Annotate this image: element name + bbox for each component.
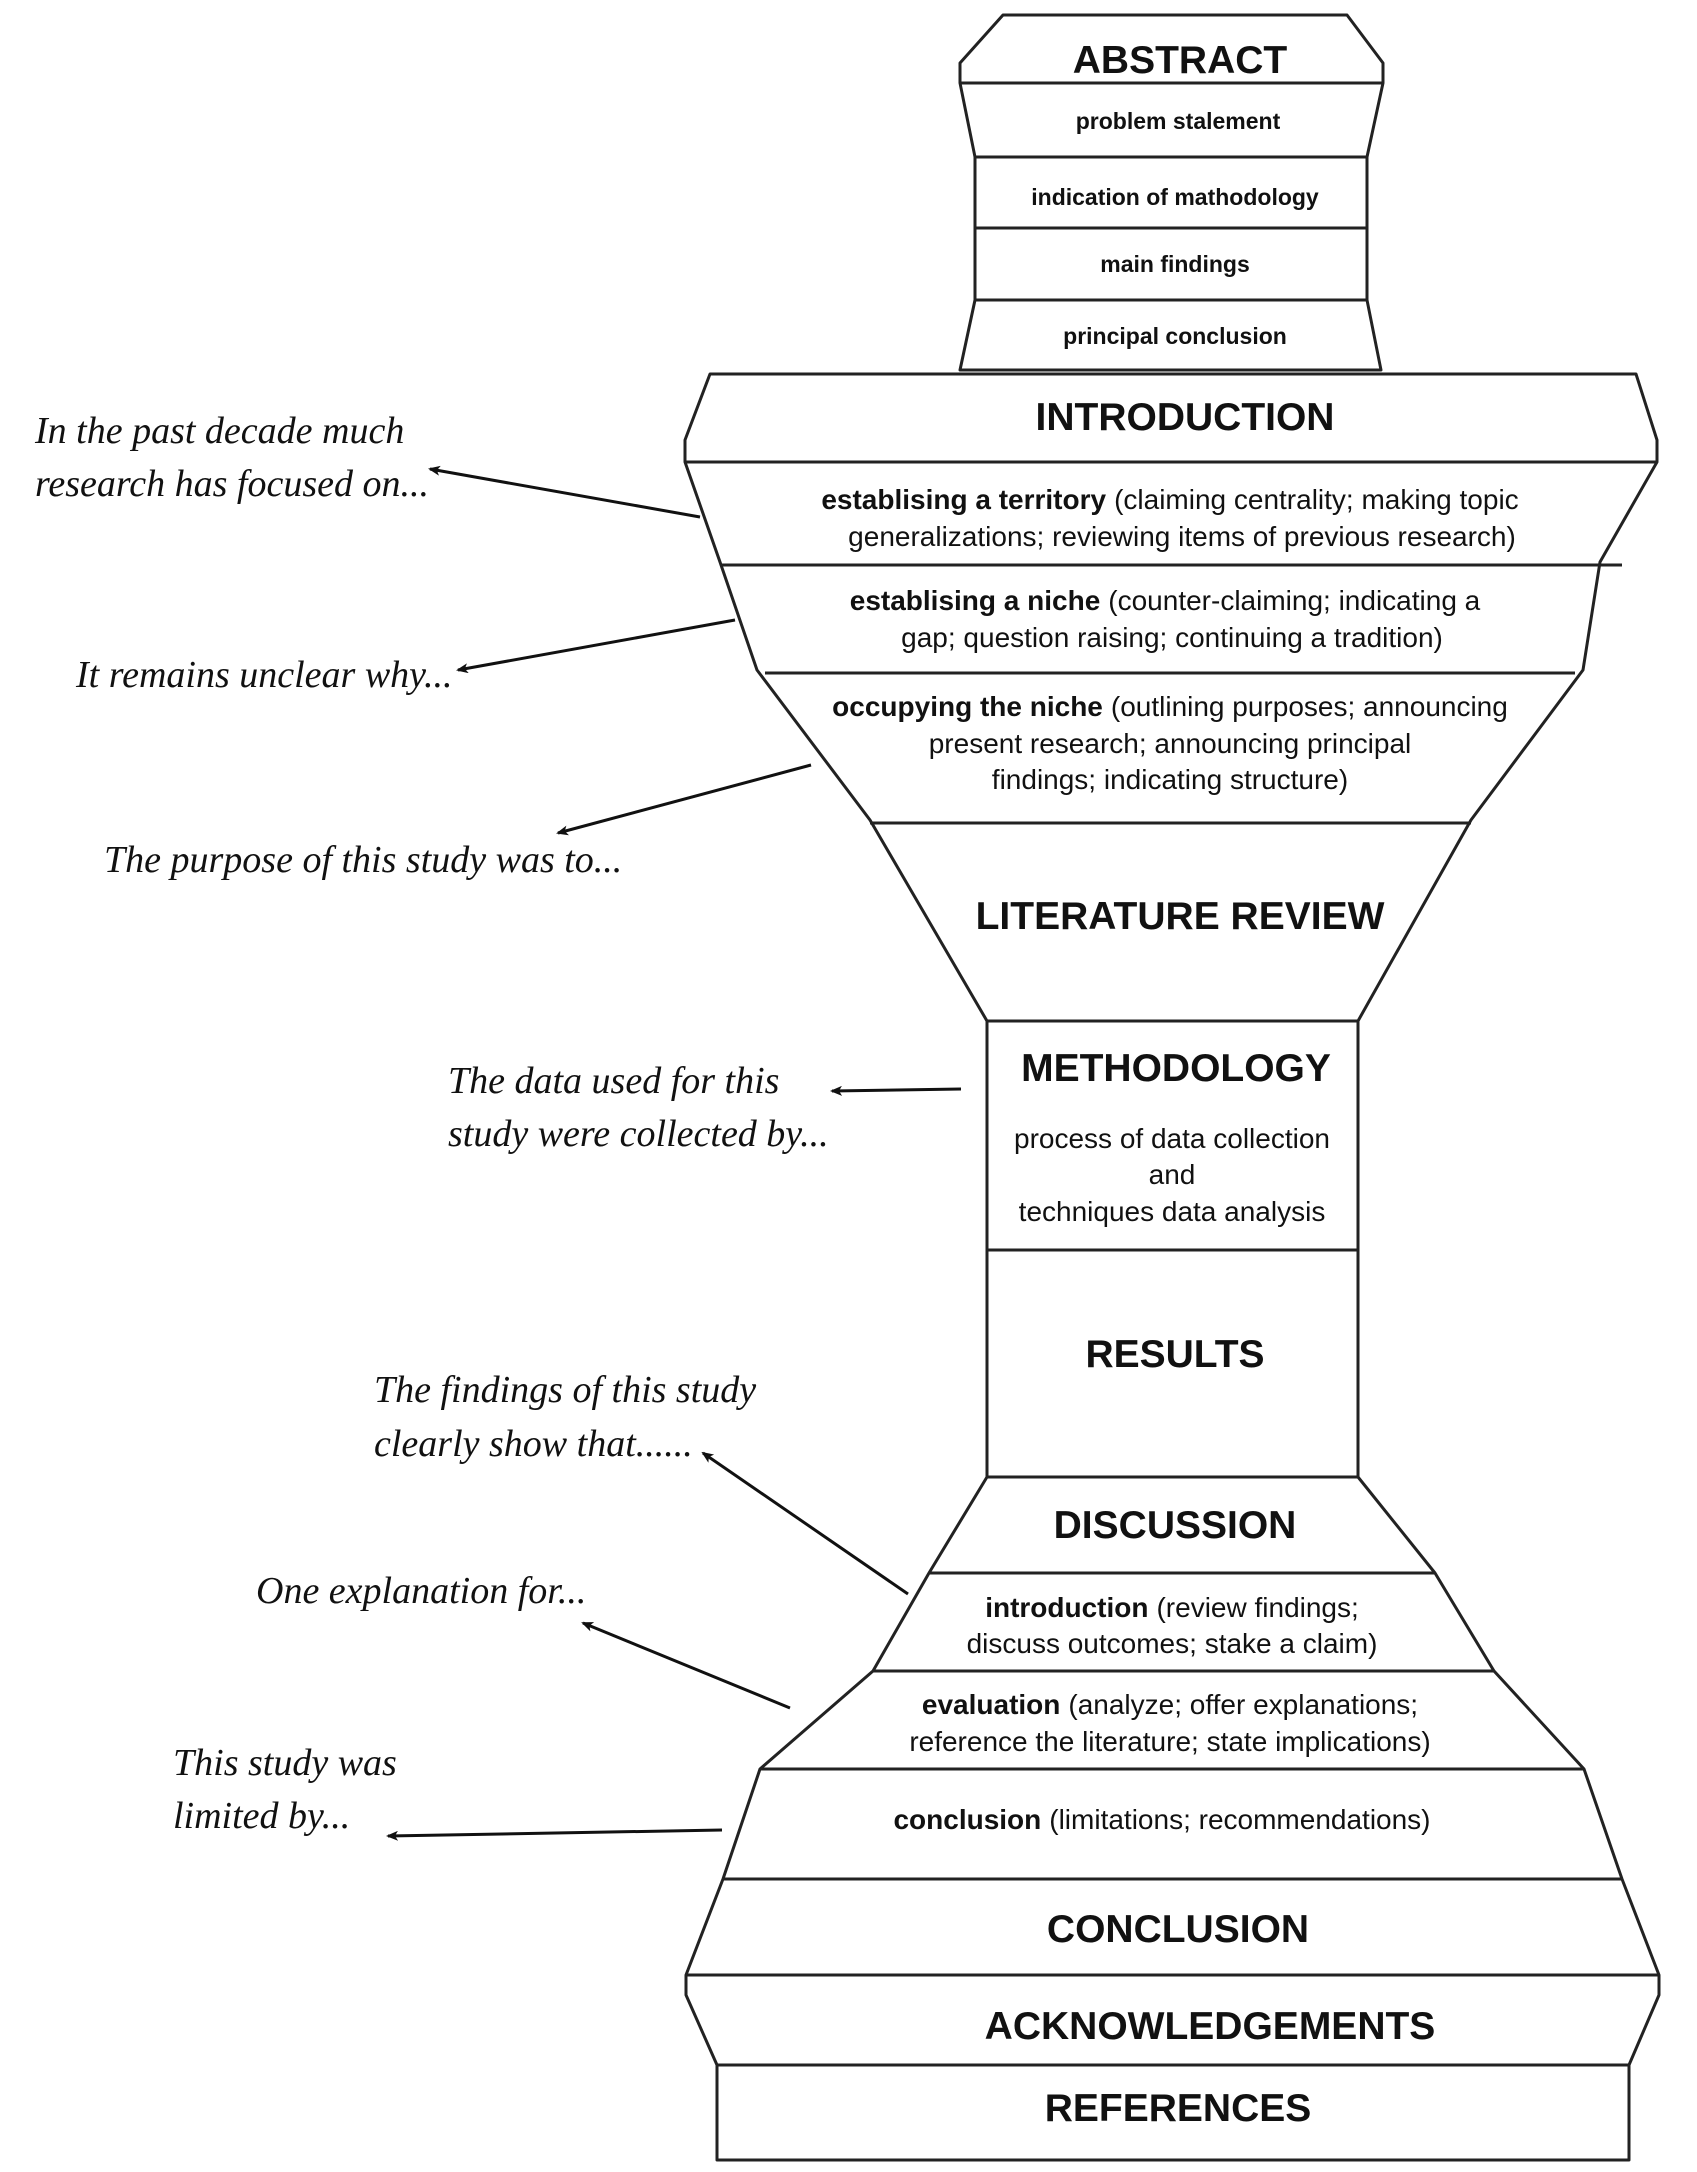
acknowledgements-title: ACKNOWLEDGEMENTS [985, 2005, 1436, 2048]
annotation-text: It remains unclear why... [75, 654, 452, 696]
references-title: REFERENCES [1045, 2087, 1312, 2130]
annotation-text: research has focused on... [35, 463, 429, 505]
results-title: RESULTS [1085, 1333, 1264, 1376]
literature-review-title: LITERATURE REVIEW [976, 895, 1385, 938]
intro-move-territory-line: generalizations; reviewing items of prev… [848, 521, 1516, 552]
annotation-text: limited by... [173, 1795, 350, 1837]
annotation-text: The purpose of this study was to... [104, 839, 622, 881]
abstract-section: ABSTRACT problem stalement indication of… [958, 13, 1385, 372]
arrow-icon [556, 763, 812, 836]
discussion-part-introduction: introduction(review findings; [985, 1592, 1359, 1623]
abstract-item: indication of mathodology [1031, 184, 1319, 210]
arrow-icon [830, 1085, 962, 1096]
annotation-text: One explanation for... [256, 1570, 586, 1612]
discussion-part-introduction-line: discuss outcomes; stake a claim) [967, 1628, 1378, 1659]
abstract-item: main findings [1100, 251, 1250, 277]
annotation-text: study were collected by... [448, 1113, 829, 1155]
annotation-text: This study was [173, 1742, 397, 1784]
intro-move-niche: establising a niche(counter-claiming; in… [850, 585, 1481, 616]
abstract-title: ABSTRACT [1073, 39, 1288, 82]
discussion-part-conclusion: conclusion(limitations; recommendations) [893, 1804, 1430, 1835]
annotation-text: The findings of this study [374, 1369, 756, 1411]
conclusion-title: CONCLUSION [1047, 1908, 1309, 1951]
discussion-title: DISCUSSION [1054, 1504, 1297, 1547]
introduction-title: INTRODUCTION [1036, 396, 1335, 439]
methodology-title: METHODOLOGY [1021, 1047, 1331, 1090]
abstract-item: problem stalement [1076, 108, 1281, 134]
intro-move-niche-line: gap; question raising; continuing a trad… [901, 622, 1443, 653]
discussion-part-evaluation: evaluation(analyze; offer explanations; [922, 1689, 1418, 1720]
annotations: In the past decade much research has foc… [34, 410, 962, 1841]
intro-move-occupy: occupying the niche(outlining purposes; … [832, 691, 1508, 722]
introduction-section: INTRODUCTION establising a territory(cla… [683, 372, 1659, 1023]
methodology-line: techniques data analysis [1019, 1196, 1326, 1227]
discussion-part-evaluation-line: reference the literature; state implicat… [909, 1726, 1430, 1757]
intro-move-territory: establising a territory(claiming central… [821, 484, 1518, 515]
arrow-icon [386, 1828, 723, 1841]
discussion-section: DISCUSSION introduction(review findings;… [684, 1475, 1661, 2162]
arrow-icon [581, 1621, 791, 1710]
arrow-icon [428, 465, 701, 519]
methodology-line: process of data collection [1014, 1123, 1330, 1154]
annotation-text: The data used for this [448, 1060, 779, 1102]
methodology-results-section: METHODOLOGY process of data collection a… [985, 1019, 1360, 1479]
intro-move-occupy-line: present research; announcing principal [929, 728, 1412, 759]
annotation-text: In the past decade much [34, 410, 404, 452]
intro-move-occupy-line: findings; indicating structure) [992, 764, 1348, 795]
arrow-icon [456, 618, 736, 674]
annotation-text: clearly show that...... [374, 1423, 693, 1465]
methodology-line: and [1149, 1159, 1196, 1190]
abstract-item: principal conclusion [1063, 323, 1287, 349]
arrow-icon [701, 1451, 909, 1596]
